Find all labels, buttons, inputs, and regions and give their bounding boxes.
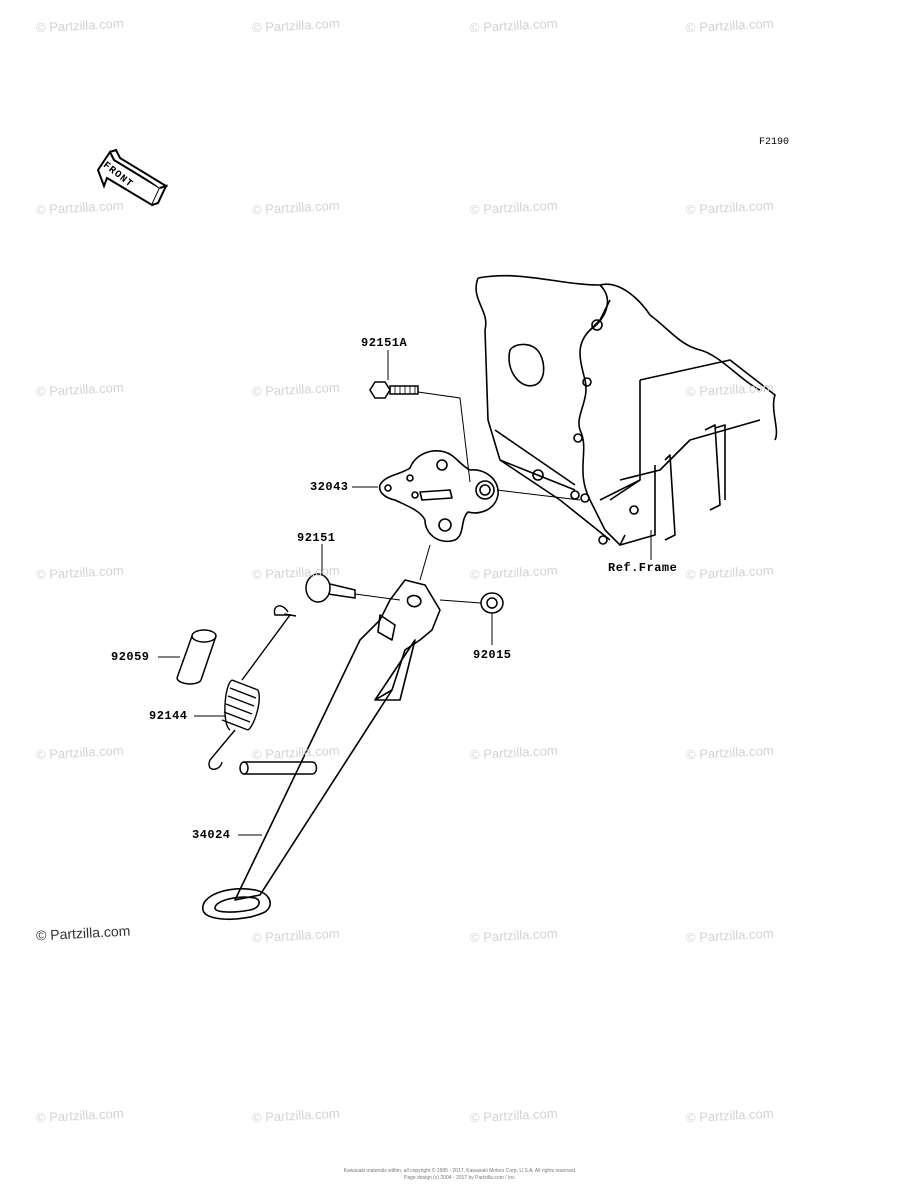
washer-92015-drawing [439,592,504,614]
part-label-ref-frame: Ref.Frame [608,561,678,575]
part-label-92151[interactable]: 92151 [297,531,336,545]
bolt-92151a-drawing [369,381,471,483]
part-label-92059[interactable]: 92059 [111,650,150,664]
pin-92151-drawing [305,573,401,603]
side-stand-drawing [202,544,441,921]
leader-lines [158,350,652,836]
bracket-drawing [378,450,581,542]
collar-92059-drawing [176,629,217,685]
small-pin-drawing [239,761,318,775]
spring-92144-drawing [208,605,297,770]
footer: Kawasaki materials within, all copyright… [340,1168,580,1182]
part-label-92151a[interactable]: 92151A [361,336,408,350]
part-label-92015[interactable]: 92015 [473,648,512,662]
footer-line-1: Kawasaki materials within, all copyright… [343,1168,577,1174]
part-label-32043[interactable]: 32043 [310,480,349,494]
part-label-34024[interactable]: 34024 [192,828,231,842]
footer-line-2: Page design (c) 2004 - 2017 by Partzilla… [403,1175,516,1181]
diagram-code: F2190 [759,137,790,148]
front-arrow-icon [96,148,169,207]
part-label-92144[interactable]: 92144 [149,709,188,723]
frame-drawing [475,274,778,546]
